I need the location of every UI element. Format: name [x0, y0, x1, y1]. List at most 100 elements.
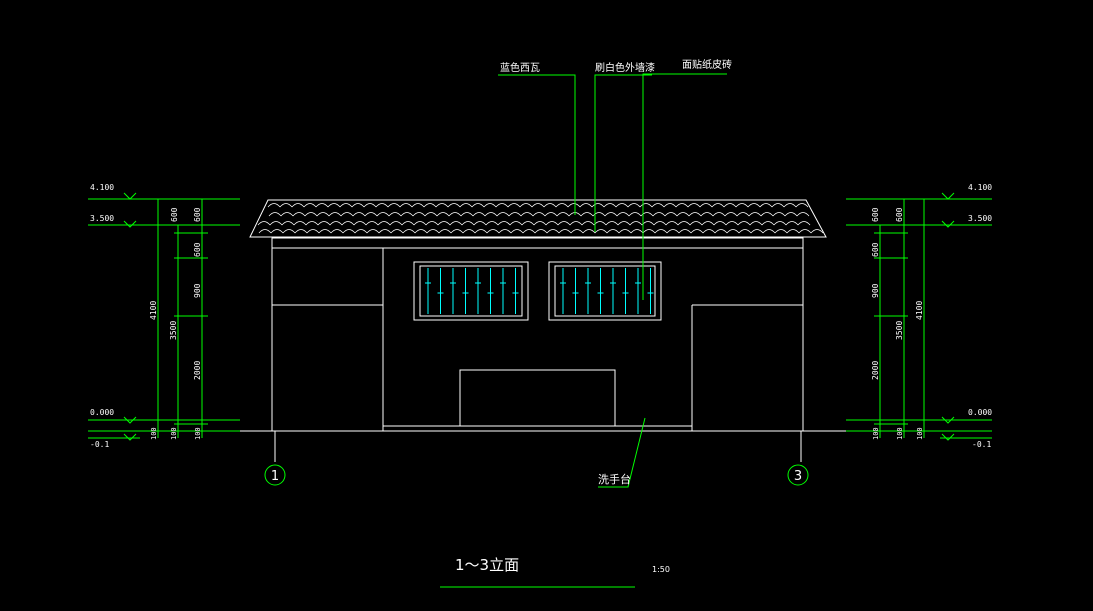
roof-tile — [521, 221, 535, 226]
dim-4100-left: 4100 — [149, 301, 158, 320]
roof-tile — [761, 221, 775, 226]
roof-tile — [558, 229, 572, 234]
roof-tile — [387, 203, 401, 208]
roof-tile — [305, 221, 319, 226]
roof-tile — [474, 229, 488, 234]
roof-tile — [714, 229, 728, 234]
roof-tile — [270, 229, 284, 234]
roof-tile — [399, 203, 413, 208]
roof-tile — [701, 221, 715, 226]
roof-tile — [760, 212, 774, 217]
wall-outline — [271, 237, 804, 432]
callout-wall-tile: 面贴纸皮砖 — [682, 58, 732, 71]
roof-tile — [315, 203, 329, 208]
window-left-inner — [419, 265, 523, 317]
roof-tile — [702, 229, 716, 234]
level-top-right: 4.100 — [968, 183, 992, 192]
roof-tile — [618, 229, 632, 234]
roof-tile — [748, 212, 762, 217]
leader-wall-tile — [642, 73, 727, 300]
roof-tile — [303, 203, 317, 208]
roof-tile — [615, 203, 629, 208]
roof-tile — [424, 212, 438, 217]
roof-tile — [772, 212, 786, 217]
roof-tile — [641, 221, 655, 226]
roof-tile — [423, 203, 437, 208]
roof-tile — [654, 229, 668, 234]
roof-tile — [375, 203, 389, 208]
roof-tile — [594, 229, 608, 234]
dim-4100-right: 4100 — [915, 301, 924, 320]
roof-tile — [353, 221, 367, 226]
roof-tile — [737, 221, 751, 226]
roof-tile — [591, 203, 605, 208]
window-right-bars — [560, 268, 654, 314]
roof-tile — [557, 221, 571, 226]
roof-tile — [797, 221, 811, 226]
roof-tile — [267, 203, 281, 208]
roof-tile — [485, 221, 499, 226]
roof-tile — [400, 212, 414, 217]
roof-tile — [351, 203, 365, 208]
roof-tile — [294, 229, 308, 234]
window-left — [413, 261, 529, 321]
roof-tile — [762, 229, 776, 234]
roof-tile — [736, 212, 750, 217]
roof-tile — [616, 212, 630, 217]
roof-tile — [448, 212, 462, 217]
roof-tile — [280, 212, 294, 217]
roof-tile — [366, 229, 380, 234]
level-floor-left: 0.000 — [90, 408, 114, 417]
roof-tile — [282, 229, 296, 234]
roof-tile — [532, 212, 546, 217]
roof-tile — [508, 212, 522, 217]
roof-tile — [268, 212, 282, 217]
roof-tile — [450, 229, 464, 234]
roof-tiles — [257, 203, 824, 234]
building-elevation — [150, 199, 940, 462]
callout-roof-tile: 蓝色西瓦 — [500, 61, 540, 74]
roof-tile — [257, 221, 271, 226]
axis-label-1: 1 — [271, 469, 279, 484]
dim-3500-right: 3500 — [895, 321, 904, 340]
dim-600-a-left: 600 — [170, 207, 179, 222]
roof-tile — [460, 212, 474, 217]
dim-100-a-left: 100 — [150, 427, 158, 440]
drawing-scale: 1:50 — [652, 565, 670, 574]
level-ground-left: -0.1 — [90, 440, 109, 449]
roof-tile — [712, 212, 726, 217]
dim-900-right: 900 — [871, 283, 880, 298]
leader-wall-paint — [594, 74, 652, 232]
roof-tile — [258, 229, 272, 234]
level-top-left: 4.100 — [90, 183, 114, 192]
roof-tile — [447, 203, 461, 208]
roof — [249, 199, 827, 238]
roof-tile — [533, 221, 547, 226]
roof-tile — [363, 203, 377, 208]
roof-tile — [640, 212, 654, 217]
roof-tile — [390, 229, 404, 234]
roof-tile — [663, 203, 677, 208]
roof-tile — [723, 203, 737, 208]
roof-tile — [544, 212, 558, 217]
roof-tile — [507, 203, 521, 208]
dim-100-c-right: 100 — [916, 427, 924, 440]
roof-tile — [652, 212, 666, 217]
roof-tile — [306, 229, 320, 234]
callout-wash-basin: 洗手台 — [598, 472, 631, 486]
roof-tile — [675, 203, 689, 208]
roof-tile — [402, 229, 416, 234]
roof-tile — [483, 203, 497, 208]
roof-tile — [425, 221, 439, 226]
roof-tile — [783, 203, 797, 208]
roof-tile — [677, 221, 691, 226]
roof-tile — [630, 229, 644, 234]
roof-tile — [377, 221, 391, 226]
level-ground-right: -0.1 — [972, 440, 991, 449]
roof-tile — [666, 229, 680, 234]
roof-tile — [642, 229, 656, 234]
roof-tile — [676, 212, 690, 217]
roof-tile — [774, 229, 788, 234]
roof-tile — [580, 212, 594, 217]
